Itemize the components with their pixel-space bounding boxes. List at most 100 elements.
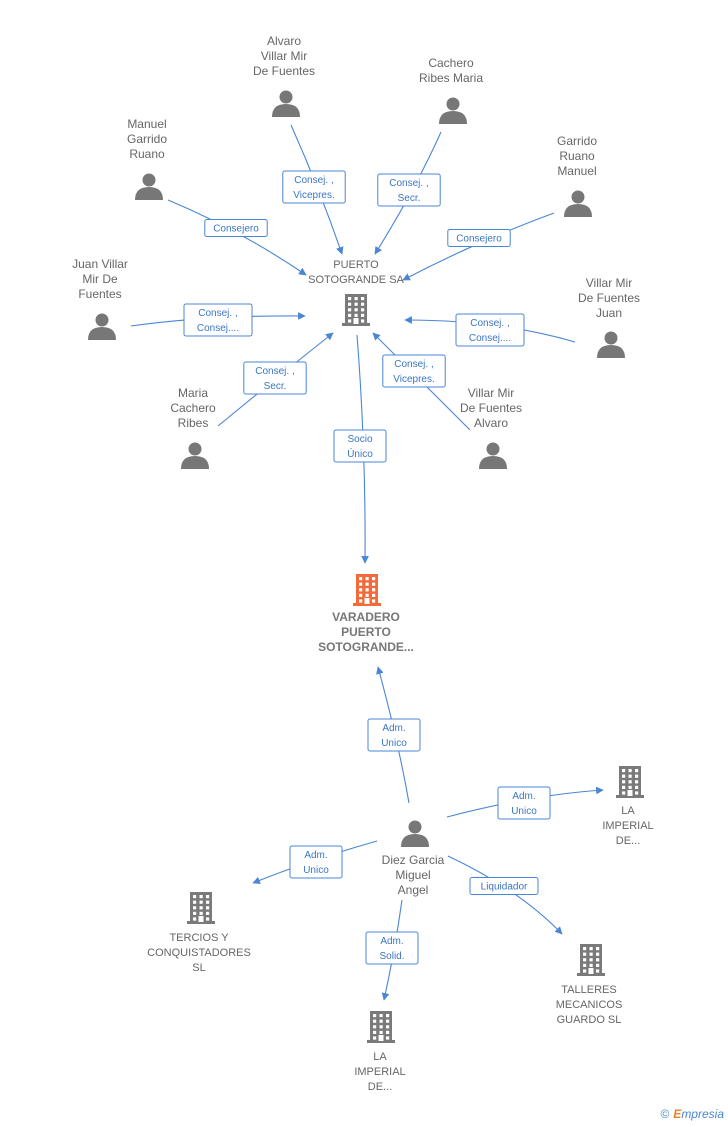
person-icon — [88, 313, 116, 340]
person-icon — [401, 820, 429, 847]
edge-label-text: Adm. — [380, 936, 403, 947]
node-imperial1[interactable]: LA IMPERIAL DE... — [602, 766, 654, 847]
edge-label-box[interactable] — [365, 931, 419, 965]
node-label-line: LA — [373, 1051, 387, 1063]
edge-garrido: Consejero — [402, 212, 555, 281]
node-label-line: Ribes — [178, 416, 209, 430]
brand-initial: E — [673, 1107, 682, 1121]
edge-villarjuan: Consej. ,Consej.... — [404, 313, 576, 347]
edge-villaralvaro: Consej. ,Vicepres. — [372, 332, 471, 431]
edge-label-text: Unico — [303, 865, 329, 876]
node-label-line: LA — [621, 805, 635, 817]
node-label-line: DE... — [368, 1081, 392, 1093]
edge-label-box[interactable] — [469, 877, 539, 895]
edge-label-text: Socio — [347, 434, 372, 445]
person-icon — [272, 90, 300, 117]
edge-label-text: Consejero — [456, 234, 502, 245]
edge-label-text: Consej. , — [198, 308, 237, 319]
building-icon — [577, 944, 605, 976]
edge-diez-talleres: Liquidador — [447, 855, 563, 935]
node-label-line: De Fuentes — [578, 291, 640, 305]
edge-label-box[interactable] — [455, 313, 525, 347]
node-label-line: Ruano — [559, 149, 595, 163]
edge-label-text: Consej. , — [389, 178, 428, 189]
node-label-line: Villar Mir — [468, 386, 514, 400]
edge-label-text: Liquidador — [481, 882, 528, 893]
copyright-symbol: © — [660, 1107, 670, 1121]
node-label-line: DE... — [616, 835, 640, 847]
node-label-line: Diez Garcia — [382, 853, 445, 867]
node-label-line: De Fuentes — [460, 401, 522, 415]
node-label-line: Fuentes — [78, 287, 121, 301]
node-label-line: Ruano — [129, 147, 165, 161]
building-icon — [616, 766, 644, 798]
edge-label-box[interactable] — [289, 845, 343, 879]
edge-label-box[interactable] — [183, 303, 253, 337]
node-varadero[interactable]: VARADEROPUERTOSOTOGRANDE... — [318, 574, 414, 654]
node-label-line: Juan Villar — [72, 257, 128, 271]
node-label-line: Garrido — [127, 132, 167, 146]
edge-label-text: Consej. , — [294, 175, 333, 186]
node-label-line: Cachero — [170, 401, 216, 415]
edge-manuel: Consejero — [167, 199, 307, 276]
edges-layer: Consej. ,Vicepres.Consej. ,Secr.Consejer… — [130, 124, 604, 1001]
edge-label-text: Único — [347, 447, 373, 460]
node-label-line: Manuel — [557, 164, 596, 178]
node-label-line: TERCIOS Y — [169, 932, 229, 944]
edge-label-text: Secr. — [398, 193, 421, 204]
person-icon — [479, 442, 507, 469]
node-label-line: SOTOGRANDE... — [318, 640, 414, 654]
edge-diez-imperial1: Adm.Unico — [446, 786, 604, 820]
edge-label-box[interactable] — [204, 219, 268, 237]
node-label-line: IMPERIAL — [602, 820, 653, 832]
edge-label-box[interactable] — [382, 354, 446, 388]
person-icon — [135, 173, 163, 200]
edge-label-box[interactable] — [497, 786, 551, 820]
edge-label-text: Consej. , — [255, 366, 294, 377]
edge-label-box[interactable] — [377, 173, 441, 207]
edge-label-box[interactable] — [243, 361, 307, 395]
node-label-line: PUERTO — [341, 625, 391, 639]
node-label-line: Maria — [178, 386, 208, 400]
person-icon — [439, 97, 467, 124]
edge-label-text: Consej.... — [197, 323, 239, 334]
node-label-line: MECANICOS — [556, 999, 623, 1011]
node-label-line: Alvaro — [267, 34, 301, 48]
node-label-line: CONQUISTADORES — [147, 947, 251, 959]
edge-diez-imperial2: Adm.Solid. — [365, 899, 419, 1001]
node-label-line: Garrido — [557, 134, 597, 148]
node-imperial2[interactable]: LAIMPERIALDE... — [354, 1011, 406, 1093]
node-label-line: Ribes Maria — [419, 71, 483, 85]
node-label-line: PUERTO — [333, 259, 379, 271]
building-icon — [367, 1011, 395, 1043]
node-label-line: Mir De — [82, 272, 118, 286]
brand-name: mpresia — [681, 1107, 724, 1121]
edge-label-text: Consej. , — [394, 359, 433, 370]
edge-label-text: Adm. — [304, 850, 327, 861]
node-label-line: Angel — [398, 883, 429, 897]
edge-label-box[interactable] — [282, 170, 346, 204]
edge-label-box[interactable] — [333, 429, 387, 463]
edge-label-box[interactable] — [367, 718, 421, 752]
edge-label-text: Consejero — [213, 224, 259, 235]
edge-maria: Consej. ,Secr. — [217, 332, 334, 427]
node-label-line: TALLERES — [561, 984, 616, 996]
building-icon — [342, 294, 370, 326]
node-label-line: Manuel — [127, 117, 166, 131]
edge-juan: Consej. , Consej.... — [130, 303, 306, 337]
edge-label-box[interactable] — [447, 229, 511, 247]
